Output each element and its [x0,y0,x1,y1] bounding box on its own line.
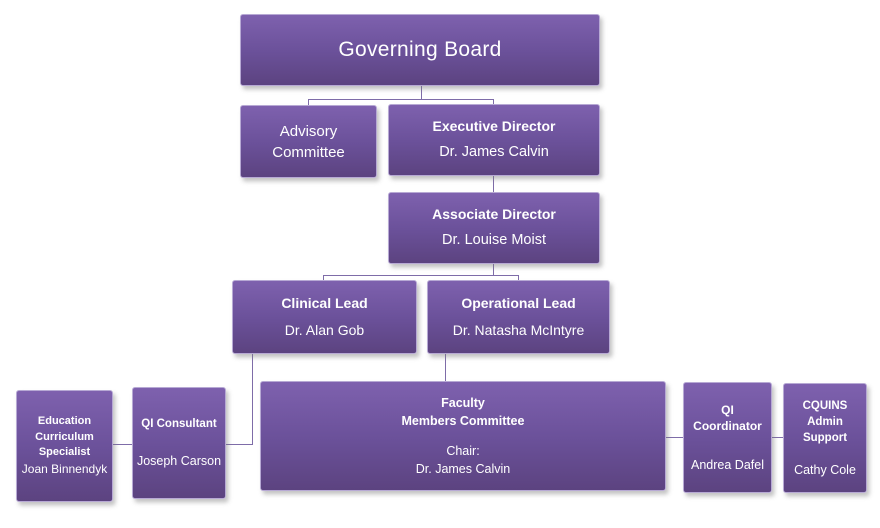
org-node-associate-director: Associate Director Dr. Louise Moist [388,192,600,264]
org-node-clinical-lead: Clinical Lead Dr. Alan Gob [232,280,417,354]
org-node-operational-lead: Operational Lead Dr. Natasha McIntyre [427,280,610,354]
connector-row4-horizontal [323,275,519,276]
connector-operational-to-faculty [445,353,446,382]
connector-executive-stem [493,99,494,105]
node-person: Dr. Alan Gob [284,321,365,338]
connector-qi-coordinator-to-cquins [772,437,784,438]
org-node-faculty-members-committee: Faculty Members Committee Chair: Dr. Jam… [260,381,666,491]
node-title: Operational Lead [461,295,576,312]
node-title: Associate Director [432,205,556,222]
node-title: Education Curriculum Specialist [35,415,94,458]
org-node-governing-board: Governing Board [240,14,600,86]
node-person: Joseph Carson [136,454,222,469]
org-node-qi-consultant: QI Consultant Joseph Carson [132,387,226,499]
connector-associate-stem [493,263,494,276]
connector-education-to-qi-consultant [113,444,133,445]
connector-advisory-stem [308,99,309,106]
node-title: Advisory Committee [272,122,345,161]
node-person: Andrea Dafel [691,458,764,473]
org-node-cquins-admin-support: CQUINS Admin Support Cathy Cole [783,383,867,493]
org-node-executive-director: Executive Director Dr. James Calvin [388,104,600,176]
connector-clinical-down [252,353,253,445]
org-node-advisory-committee: Advisory Committee [240,105,377,178]
node-person: Dr. James Calvin [439,144,549,161]
org-node-qi-coordinator: QI Coordinator Andrea Dafel [683,382,772,493]
node-title: Executive Director [432,117,556,134]
node-title: QI Consultant [141,417,217,430]
node-person: Dr. Louise Moist [442,232,546,249]
connector-operational-stem [518,275,519,281]
org-node-education-curriculum-specialist: Education Curriculum Specialist Joan Bin… [16,390,113,502]
connector-row2-horizontal [308,99,494,100]
connector-clinical-to-qi-consultant [226,444,253,445]
node-person: Joan Binnendyk [21,462,108,477]
node-title: Governing Board [338,37,502,61]
node-title: QI Coordinator [693,402,762,434]
node-title: Clinical Lead [281,295,368,312]
node-person: Chair: Dr. James Calvin [415,444,511,477]
connector-clinical-stem [323,275,324,281]
node-person: Cathy Cole [794,463,856,478]
node-person: Dr. Natasha McIntyre [452,321,585,338]
node-title: CQUINS Admin Support [802,399,848,444]
connector-governing-board-stem [421,86,422,100]
connector-executive-to-associate [493,176,494,193]
node-title: Faculty Members Committee [401,395,525,428]
connector-faculty-to-qi-coordinator [666,437,684,438]
